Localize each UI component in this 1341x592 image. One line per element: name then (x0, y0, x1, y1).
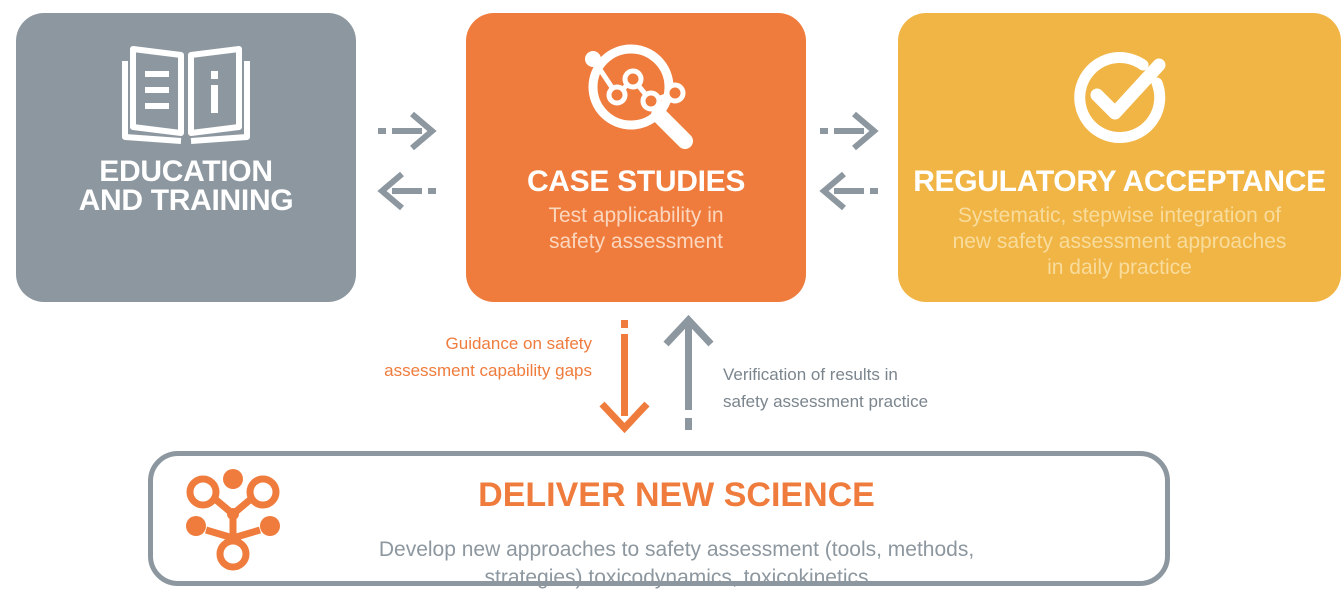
open-book-icon (16, 37, 356, 157)
arrow-down-guidance (599, 320, 650, 434)
arrow-right-2 (820, 111, 879, 151)
verification-label: Verification of results in safety assess… (723, 365, 929, 411)
network-nodes-icon (178, 464, 288, 581)
case-studies-box: CASE STUDIES Test applicability in safet… (466, 13, 806, 302)
education-title: EDUCATION AND TRAINING (78, 155, 294, 217)
arrow-right-1 (378, 111, 437, 151)
regulatory-subtitle: Systematic, stepwise integration of new … (952, 204, 1287, 279)
regulatory-acceptance-box: REGULATORY ACCEPTANCE Systematic, stepwi… (898, 13, 1341, 302)
deliver-science-box: DELIVER NEW SCIENCE Develop new approach… (148, 451, 1170, 589)
case-studies-title: CASE STUDIES (526, 165, 746, 198)
arrow-left-2 (819, 171, 878, 211)
arrow-left-1 (377, 171, 436, 211)
checkmark-circle-icon (898, 37, 1341, 157)
education-training-box: EDUCATION AND TRAINING (16, 13, 356, 302)
guidance-label: Guidance on safety assessment capability… (384, 334, 592, 380)
magnifier-chart-icon (466, 37, 806, 157)
regulatory-title: REGULATORY ACCEPTANCE (913, 165, 1326, 198)
arrow-up-verification (663, 314, 714, 430)
science-title: DELIVER NEW SCIENCE (478, 476, 875, 514)
case-studies-subtitle: Test applicability in safety assessment (548, 204, 724, 253)
science-subtitle: Develop new approaches to safety assessm… (378, 538, 975, 589)
